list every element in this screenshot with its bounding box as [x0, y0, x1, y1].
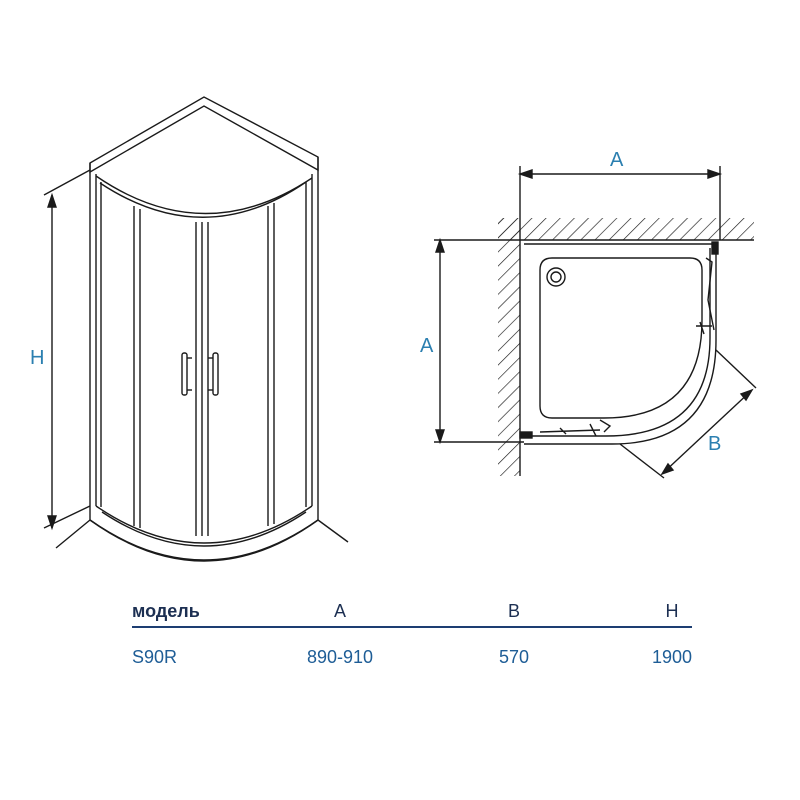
table-header-row: модель A B H — [132, 598, 692, 628]
dimensions-table: модель A B H S90R 890-910 570 1900 — [132, 598, 692, 674]
table-row: S90R 890-910 570 1900 — [132, 644, 692, 674]
door-handle-right — [212, 352, 219, 396]
shower-tray — [89, 506, 319, 561]
height-label: H — [30, 347, 44, 369]
tray-basin — [539, 257, 703, 419]
drain-icon — [546, 267, 566, 287]
plan-view — [434, 166, 757, 479]
cell-b: 570 — [498, 647, 530, 667]
header-rule — [132, 626, 692, 628]
cell-h: 1900 — [651, 647, 693, 667]
header-b: B — [507, 601, 520, 621]
header-model: модель — [132, 601, 200, 621]
door-handle-left — [181, 352, 188, 396]
left-wall-hatch — [498, 218, 520, 476]
cell-model: S90R — [132, 647, 178, 667]
cell-a: 890-910 — [306, 647, 374, 667]
plan-width-label: A — [610, 149, 624, 171]
plan-arc-label: B — [708, 433, 721, 455]
cabin-roof — [89, 96, 319, 174]
perspective-view — [43, 96, 349, 562]
technical-drawing: H — [30, 96, 757, 562]
tray-outline — [524, 243, 717, 445]
plan-depth-label: A — [420, 335, 434, 357]
roof-curve — [95, 175, 313, 215]
top-wall-hatch — [498, 218, 754, 240]
header-a: A — [333, 601, 346, 621]
header-h: H — [665, 601, 679, 621]
